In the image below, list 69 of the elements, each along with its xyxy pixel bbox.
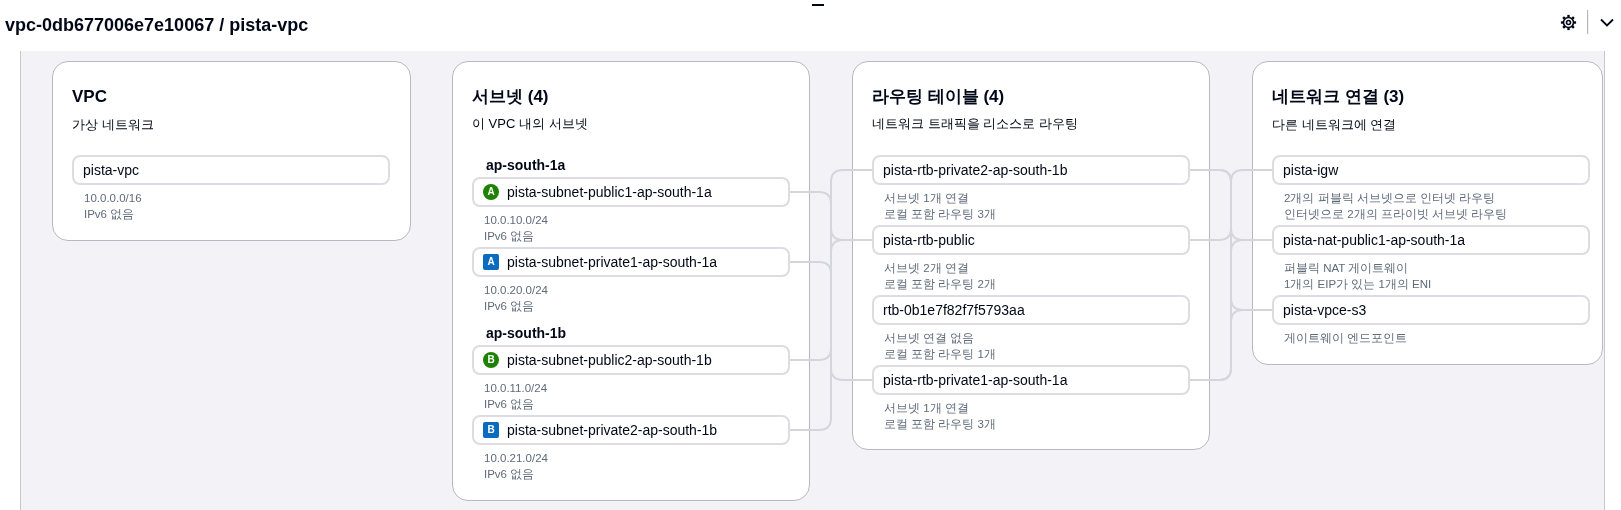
resource-name: pista-vpc: [83, 162, 140, 178]
zone-letter-badge: B: [483, 422, 499, 438]
resource-name: rtb-0b1e7f82f7f5793aa: [883, 302, 1025, 318]
zone-letter-badge: A: [483, 254, 499, 270]
card-title: 라우팅 테이블 (4): [872, 86, 1005, 108]
resource-detail: 로컬 포함 라우팅 1개: [884, 347, 996, 362]
connector-line: [789, 169, 873, 431]
resource-name: pista-rtb-private2-ap-south-1b: [883, 162, 1068, 178]
resource-name: pista-subnet-private2-ap-south-1b: [507, 422, 718, 438]
connection-item: [1272, 295, 1590, 325]
connection-item: [1272, 155, 1590, 185]
resource-detail: 서브넷 1개 연결: [884, 191, 969, 206]
zone-letter-badge: A: [483, 184, 499, 200]
resource-detail: IPv6 없음: [484, 299, 535, 314]
card-title: VPC: [72, 86, 107, 108]
resource-name: pista-subnet-public2-ap-south-1b: [507, 352, 712, 368]
route-table-item: [872, 155, 1190, 185]
resource-detail: IPv6 없음: [484, 229, 535, 244]
resource-detail: 로컬 포함 라우팅 2개: [884, 277, 996, 292]
zone-letter-badge: B: [483, 352, 499, 368]
resource-name: pista-rtb-public: [883, 232, 975, 248]
card-subtitle: 네트워크 트래픽을 리소스로 라우팅: [872, 115, 1078, 133]
resource-detail: 서브넷 연결 없음: [884, 331, 975, 346]
resource-detail: 로컬 포함 라우팅 3개: [884, 207, 996, 222]
connection-item: [1272, 225, 1590, 255]
zone-heading: ap-south-1a: [486, 156, 566, 174]
resource-name: pista-igw: [1283, 162, 1339, 178]
card-title: 네트워크 연결 (3): [1272, 86, 1405, 108]
resource-detail: 10.0.10.0/24: [484, 213, 548, 228]
route-table-item: [872, 365, 1190, 395]
resource-detail: 1개의 EIP가 있는 1개의 ENI: [1284, 277, 1432, 292]
resource-detail: 10.0.20.0/24: [484, 283, 548, 298]
resource-detail: IPv6 없음: [484, 467, 535, 482]
card-title: 서브넷 (4): [472, 86, 549, 108]
route-tables-card: [852, 61, 1210, 450]
resource-name: pista-subnet-public1-ap-south-1a: [507, 184, 712, 200]
card-subtitle: 다른 네트워크에 연결: [1272, 116, 1397, 134]
subnets-card: [452, 61, 810, 501]
subnet-item: [472, 177, 790, 207]
route-table-item: [872, 225, 1190, 255]
resource-name: pista-subnet-private1-ap-south-1a: [507, 254, 718, 270]
connector-line: [1189, 169, 1273, 241]
resource-detail: IPv6 없음: [84, 207, 135, 222]
resource-detail: 2개의 퍼블릭 서브넷으로 인터넷 라우팅: [1284, 191, 1496, 206]
card-subtitle: 가상 네트워크: [72, 116, 154, 134]
network-connections-card: [1252, 61, 1603, 365]
resource-detail: 10.0.0.0/16: [84, 191, 142, 206]
resource-detail: 10.0.11.0/24: [484, 381, 548, 396]
zone-heading: ap-south-1b: [486, 324, 567, 342]
resource-detail: 게이트웨이 엔드포인트: [1284, 331, 1408, 346]
card-subtitle: 이 VPC 내의 서브넷: [472, 115, 588, 133]
subnet-item: [472, 247, 790, 277]
resource-detail: IPv6 없음: [484, 397, 535, 412]
resource-name: pista-rtb-private1-ap-south-1a: [883, 372, 1068, 388]
resource-name: pista-nat-public1-ap-south-1a: [1283, 232, 1466, 248]
resource-detail: 퍼블릭 NAT 게이트웨이: [1284, 261, 1409, 276]
page-title: vpc-0db677006e7e10067 / pista-vpc: [5, 14, 309, 37]
resource-detail: 서브넷 1개 연결: [884, 401, 969, 416]
resource-name: pista-vpce-s3: [1283, 302, 1367, 318]
vpc-card: [52, 61, 411, 241]
resource-detail: 10.0.21.0/24: [484, 451, 548, 466]
vpc-item: [72, 155, 390, 185]
subnet-item: [472, 345, 790, 375]
connector-line: [789, 261, 873, 381]
resource-detail: 서브넷 2개 연결: [884, 261, 969, 276]
resource-detail: 인터넷으로 2개의 프라이빗 서브넷 라우팅: [1284, 207, 1508, 222]
subnet-item: [472, 415, 790, 445]
resource-detail: 로컬 포함 라우팅 3개: [884, 417, 996, 432]
route-table-item: [872, 295, 1190, 325]
